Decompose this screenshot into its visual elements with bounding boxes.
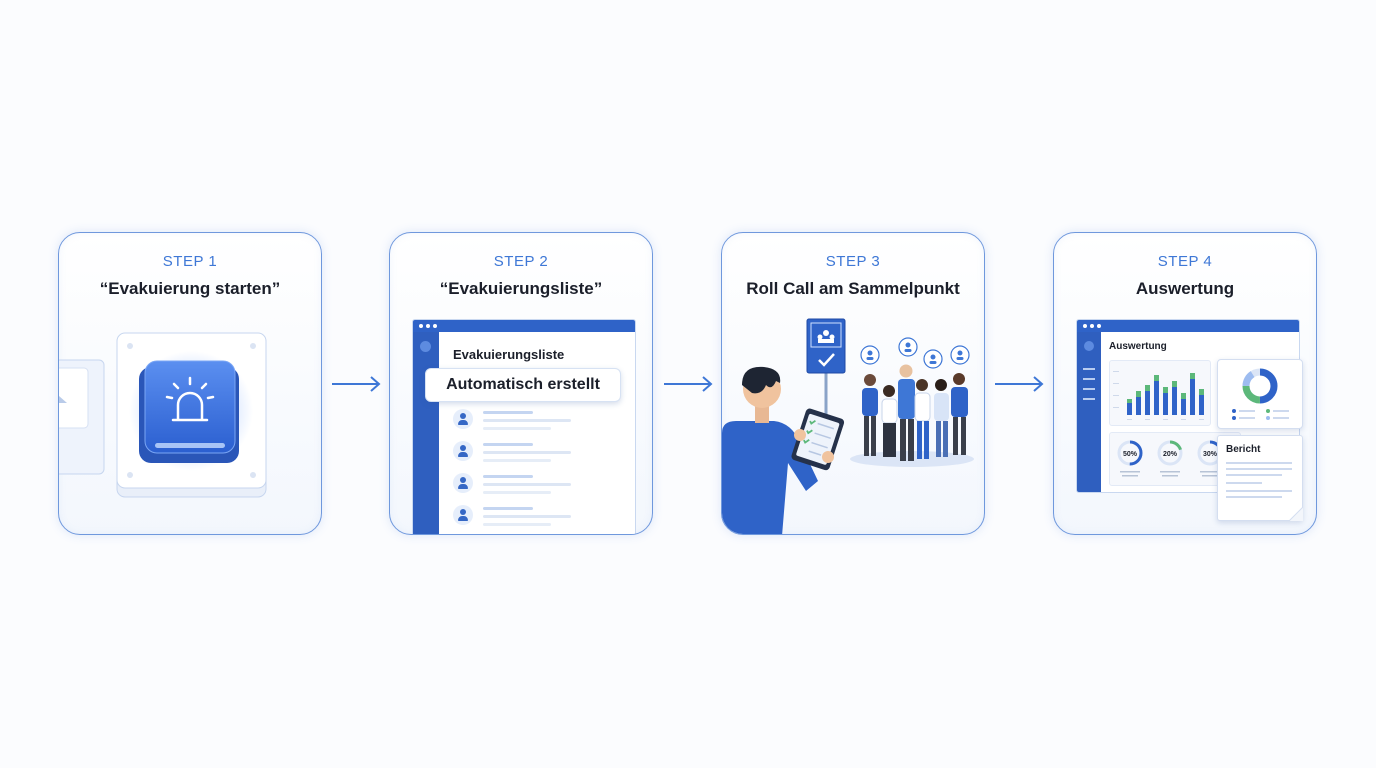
- window-titlebar: [1077, 320, 1299, 332]
- roll-call-illustration: [722, 318, 974, 534]
- step-title: “Evakuierung starten”: [99, 279, 281, 298]
- step-label: STEP 1: [162, 253, 218, 270]
- coordinator-figure: [722, 366, 845, 534]
- report-title: Bericht: [1226, 444, 1261, 455]
- user-icon: [453, 473, 473, 493]
- assembly-point-sign-icon: [806, 318, 846, 374]
- document-icon: [1289, 507, 1303, 521]
- user-icon: [453, 441, 473, 461]
- window-titlebar: [413, 320, 635, 332]
- list-item: [453, 505, 571, 531]
- user-icon: [453, 505, 473, 525]
- window-sidebar: [413, 332, 439, 534]
- user-icon: [860, 337, 970, 369]
- people-group: [862, 364, 968, 461]
- alarm-siren-icon: [165, 376, 215, 422]
- checkmark-icon: [803, 419, 816, 444]
- dashboard-title: Auswertung: [1109, 341, 1167, 352]
- list-item: [453, 409, 571, 435]
- step-card-1: STEP 1 “Evakuierung starten”: [58, 232, 322, 535]
- report-document: Bericht: [1217, 435, 1303, 521]
- evacuation-start-illustration: [59, 332, 267, 498]
- gauge-value: 50%: [1123, 451, 1138, 458]
- step-title: Roll Call am Sammelpunkt: [746, 279, 960, 298]
- step-card-3: STEP 3 Roll Call am Sammelpunkt: [721, 232, 985, 535]
- step-title: “Evakuierungsliste”: [439, 279, 603, 298]
- gauge-value: 20%: [1163, 451, 1178, 458]
- list-item: [453, 441, 571, 467]
- window-sidebar: [1077, 332, 1101, 492]
- arrow-right-icon: [995, 376, 1044, 392]
- step-label: STEP 2: [493, 253, 549, 270]
- step-title: Auswertung: [1135, 279, 1235, 298]
- list-title: Evakuierungsliste: [453, 347, 565, 362]
- user-icon: [453, 409, 473, 429]
- arrow-right-icon: [664, 376, 713, 392]
- step-label: STEP 4: [1157, 253, 1213, 270]
- bar-chart-panel: [1109, 360, 1211, 426]
- step-label: STEP 3: [825, 253, 881, 270]
- list-item: [453, 473, 571, 499]
- step-card-4: STEP 4 Auswertung Auswertung: [1053, 232, 1317, 535]
- donut-chart-card: [1217, 359, 1303, 429]
- evacuation-list-window: Evakuierungsliste: [412, 319, 636, 534]
- auto-created-callout: Automatisch erstellt: [425, 368, 621, 402]
- arrow-right-icon: [332, 376, 381, 392]
- gauge-value: 30%: [1203, 451, 1218, 458]
- donut-chart-icon: [1232, 368, 1289, 420]
